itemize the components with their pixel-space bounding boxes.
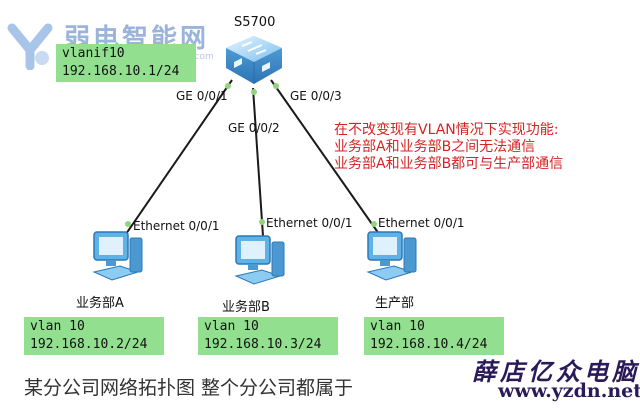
host-c-vlan-box: vlan 10 192.168.10.4/24: [364, 317, 504, 355]
port-dot-ge1: [225, 83, 231, 89]
host-b-vlan-box: vlan 10 192.168.10.3/24: [198, 317, 338, 355]
requirement-line-1: 在不改变现有VLAN情况下实现功能:: [334, 122, 559, 138]
port-dot-host-c: [371, 221, 377, 227]
port-dot-host-a: [125, 221, 131, 227]
host-a-computer-icon: [92, 231, 143, 281]
host-c-computer-icon: [366, 231, 417, 281]
diagram-caption: 某分公司网络拓扑图 整个分公司都属于: [24, 377, 354, 399]
requirement-note: 在不改变现有VLAN情况下实现功能: 业务部A和业务部B之间无法通信 业务部A和…: [334, 122, 563, 173]
switch-icon: [226, 36, 282, 84]
host-a-ip: 192.168.10.2/24: [30, 337, 148, 352]
host-b-name: 业务部B: [222, 300, 270, 315]
host-a-port-label: Ethernet 0/0/1: [133, 219, 220, 233]
requirement-line-2: 业务部A和业务部B之间无法通信: [334, 139, 536, 155]
host-b-port-label: Ethernet 0/0/1: [266, 216, 353, 230]
port-dot-ge3: [273, 83, 279, 89]
port-label-ge3: GE 0/0/3: [290, 89, 342, 103]
watermark-brand: 薛店亿众电脑: [472, 357, 640, 386]
port-label-ge2: GE 0/0/2: [228, 121, 280, 135]
watermark-url: www.yzdn.net: [498, 380, 640, 402]
port-label-ge1: GE 0/0/1: [176, 89, 228, 103]
link-ge2: [252, 87, 264, 237]
port-dot-ge2: [251, 89, 257, 95]
host-b-ip: 192.168.10.3/24: [204, 337, 322, 352]
link-ge3: [270, 79, 380, 235]
port-dot-host-b: [259, 219, 265, 225]
host-b-vlan: vlan 10: [204, 319, 259, 334]
switch-vlanif-box: vlanif10 192.168.10.1/24: [56, 44, 196, 82]
host-a-name: 业务部A: [76, 296, 124, 311]
host-c-port-label: Ethernet 0/0/1: [378, 216, 465, 230]
host-a-vlan-box: vlan 10 192.168.10.2/24: [24, 317, 164, 355]
host-c-name: 生产部: [375, 296, 415, 311]
host-b-computer-icon: [234, 235, 285, 285]
host-c-vlan: vlan 10: [370, 319, 425, 334]
host-a-vlan: vlan 10: [30, 319, 85, 334]
requirement-line-3: 业务部A和业务部B都可与生产部通信: [334, 156, 564, 172]
switch-name: S5700: [234, 15, 276, 30]
link-ge1: [125, 79, 233, 235]
switch-interface: vlanif10: [62, 46, 125, 61]
host-c-ip: 192.168.10.4/24: [370, 337, 488, 352]
switch-ip: 192.168.10.1/24: [62, 64, 180, 79]
brand-logo-icon: [7, 23, 53, 70]
